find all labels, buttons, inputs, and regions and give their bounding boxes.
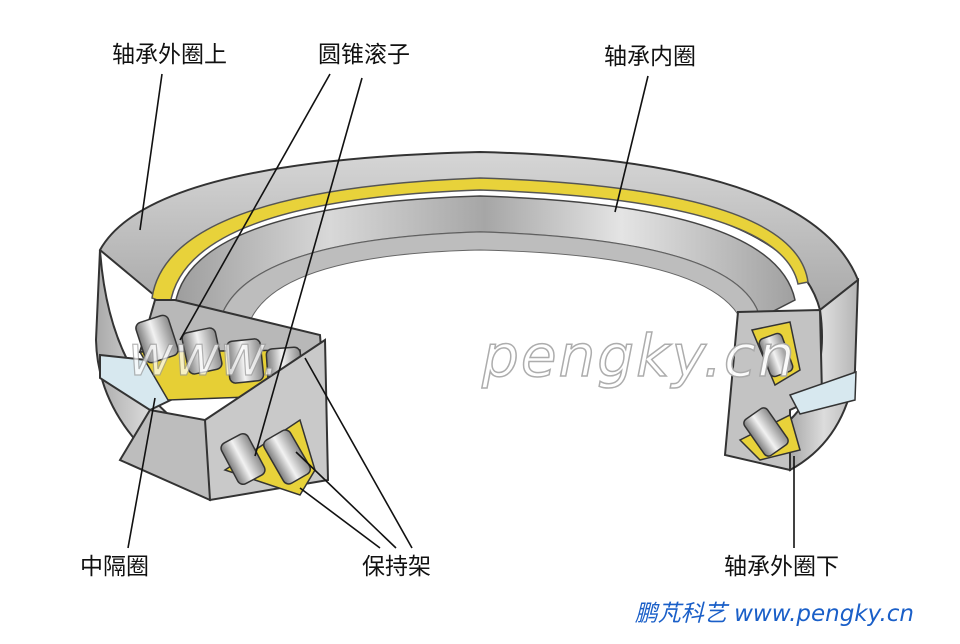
right-spacer bbox=[788, 370, 857, 415]
label-spacer-ring: 中隔圈 bbox=[80, 554, 149, 580]
right-roller-lower bbox=[743, 407, 789, 457]
leader-spacer bbox=[127, 397, 156, 549]
label-outer-ring-lower: 轴承外圈下 bbox=[724, 554, 839, 580]
label-outer-ring-upper: 轴承外圈上 bbox=[112, 42, 227, 68]
label-cage: 保持架 bbox=[362, 554, 431, 580]
leader-cage-1 bbox=[299, 487, 381, 549]
watermark-www: www. bbox=[127, 323, 280, 389]
leader-inner bbox=[614, 75, 649, 213]
leader-roller-1 bbox=[179, 73, 331, 341]
label-inner-ring: 轴承内圈 bbox=[604, 44, 696, 70]
credit-link[interactable]: 鹏芃科艺 www.pengky.cn bbox=[634, 601, 914, 627]
label-tapered-roller: 圆锥滚子 bbox=[318, 42, 410, 68]
raceway-band bbox=[151, 177, 809, 307]
leader-outer-upper bbox=[139, 73, 163, 231]
right-roller-upper bbox=[758, 332, 794, 378]
left-rollers-lower bbox=[220, 429, 312, 485]
leader-roller-2 bbox=[254, 77, 363, 457]
leader-lines bbox=[127, 73, 795, 549]
leader-cage-2 bbox=[295, 451, 397, 549]
leader-cage-3 bbox=[304, 357, 413, 549]
watermark: pengky.cn bbox=[481, 321, 797, 391]
